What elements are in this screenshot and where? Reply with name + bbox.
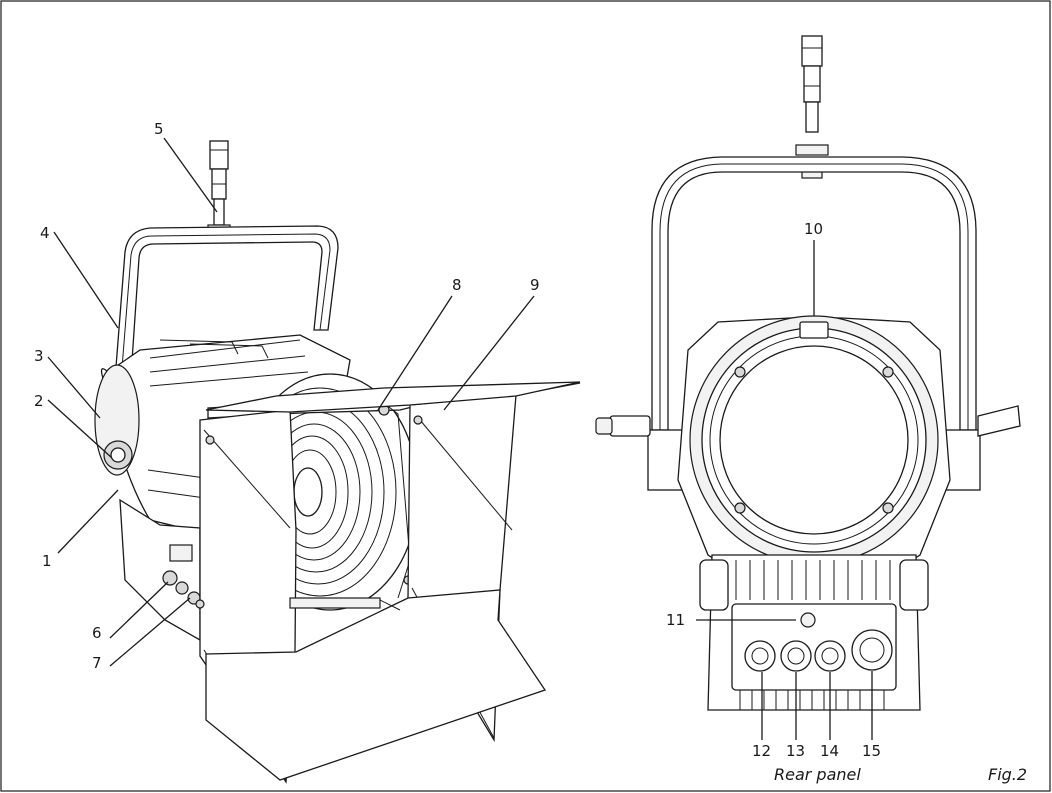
callout-2: 2 [34, 392, 44, 410]
dmx-out-connector [780, 640, 812, 672]
rear-panel-label: Rear panel [774, 765, 861, 784]
callout-9: 9 [530, 276, 540, 294]
callout-3: 3 [34, 347, 44, 365]
fuse-holder [800, 612, 816, 628]
barndoor-top-leaf [205, 381, 581, 413]
fresnel-front-view [94, 140, 581, 784]
dmx-in-connector [744, 640, 776, 672]
base-housing [119, 498, 201, 642]
rear-panel [731, 603, 897, 710]
callout-10: 10 [804, 220, 823, 238]
callout-1: 1 [42, 552, 52, 570]
yoke [111, 225, 339, 421]
callout-15: 15 [862, 742, 881, 760]
callout-8: 8 [452, 276, 462, 294]
rear-yoke [595, 156, 1021, 491]
callout-12: 12 [752, 742, 771, 760]
power-connector [851, 629, 893, 671]
callout-5: 5 [154, 120, 164, 138]
fresnel-rear-view [595, 35, 1021, 711]
callout-14: 14 [820, 742, 839, 760]
callout-6: 6 [92, 624, 102, 642]
callout-13: 13 [786, 742, 805, 760]
data-connector [814, 640, 846, 672]
spigot [207, 140, 231, 234]
callout-7: 7 [92, 654, 102, 672]
rear-housing [677, 315, 951, 565]
rear-spigot [795, 35, 829, 179]
barndoor-bottom-leaf [205, 589, 547, 781]
callout-4: 4 [40, 224, 50, 242]
leader-lines [47, 137, 873, 740]
callout-11: 11 [666, 611, 685, 629]
figure-caption: Fig.2 [988, 765, 1027, 784]
callout-labels: 1 2 3 4 5 6 7 8 9 10 11 12 13 14 15 [34, 120, 881, 760]
